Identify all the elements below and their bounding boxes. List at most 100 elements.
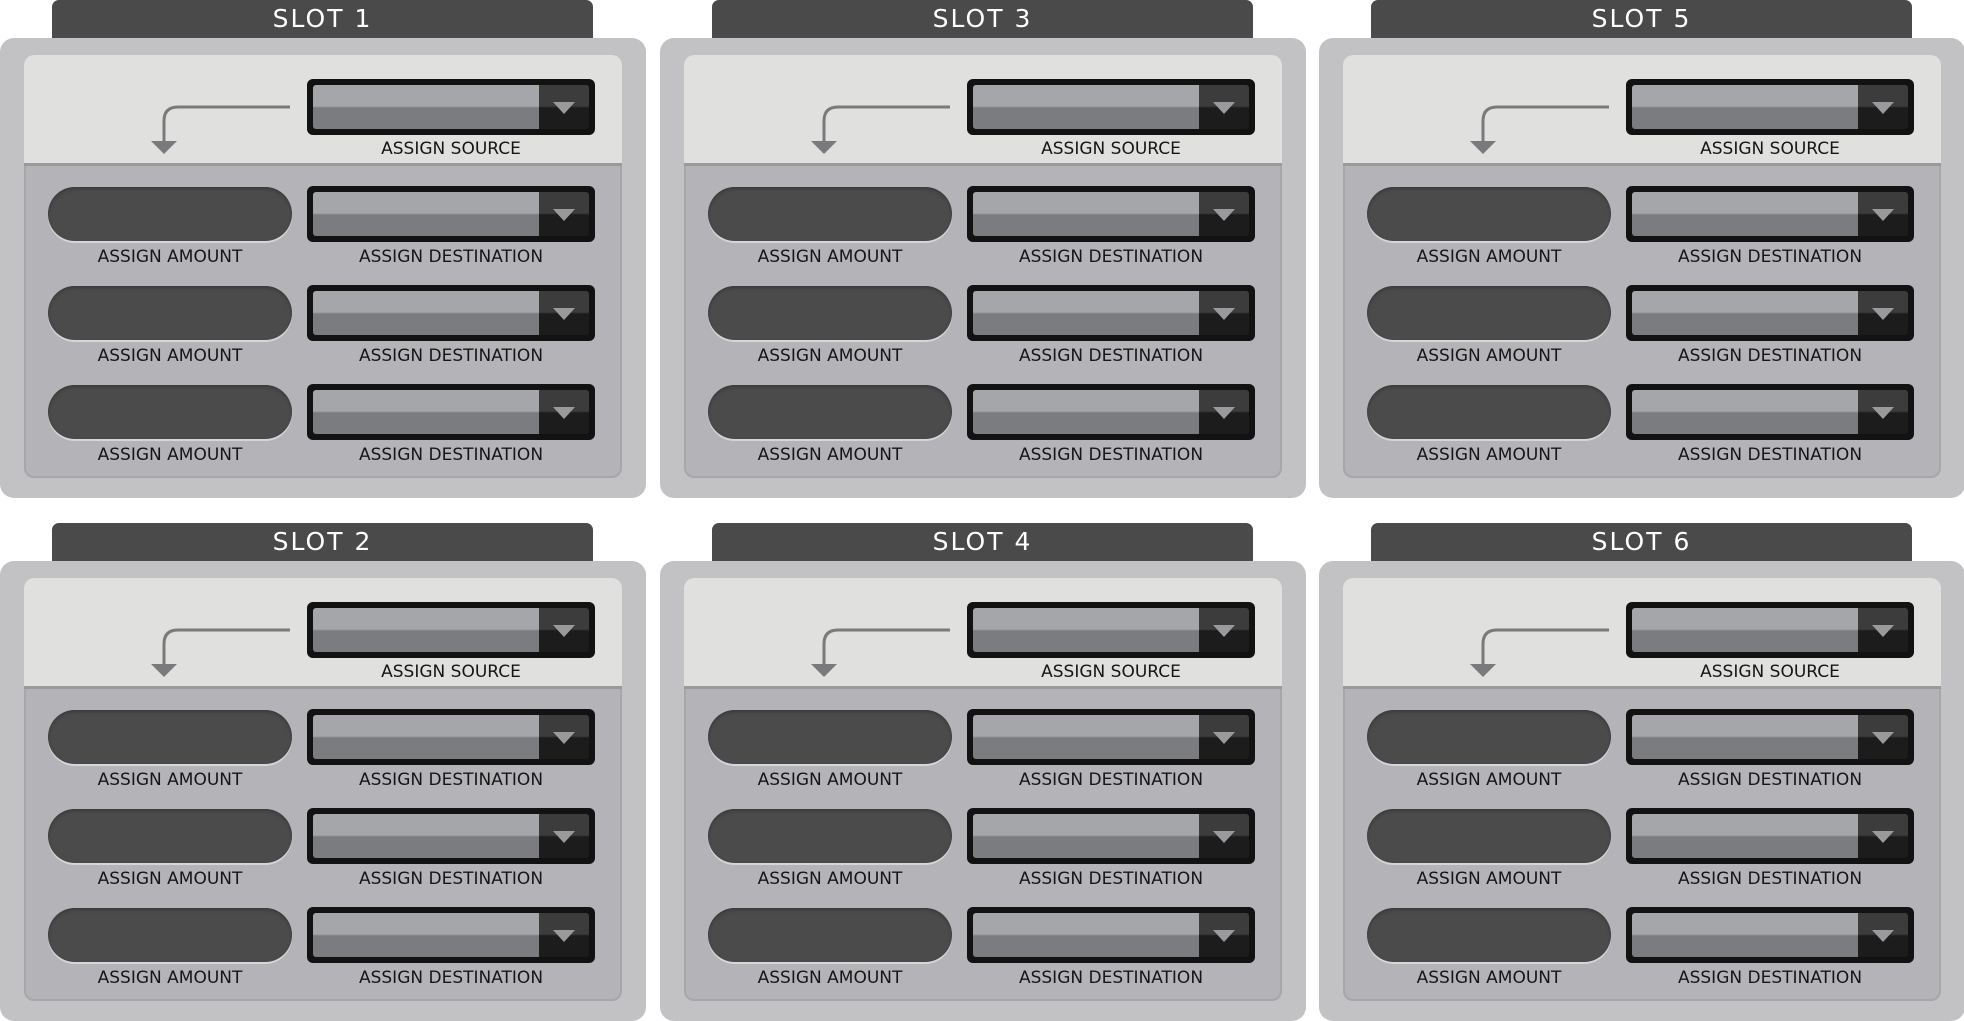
destination-dropdown-button[interactable] <box>1199 192 1249 236</box>
destination-dropdown-field[interactable] <box>1632 390 1858 434</box>
assign-amount-input[interactable] <box>708 908 952 962</box>
assign-destination-label: ASSIGN DESTINATION <box>1677 869 1863 889</box>
assign-destination-label: ASSIGN DESTINATION <box>1677 247 1863 267</box>
destination-dropdown-field[interactable] <box>313 291 539 335</box>
destination-dropdown-field[interactable] <box>313 913 539 957</box>
slot-panel-3: SLOT 3 ASSIGN <box>660 0 1306 500</box>
destination-dropdown[interactable] <box>307 285 595 341</box>
destination-dropdown[interactable] <box>1626 285 1914 341</box>
destination-dropdown-button[interactable] <box>1199 715 1249 759</box>
assign-amount-input[interactable] <box>1367 809 1611 863</box>
destination-dropdown[interactable] <box>967 907 1255 963</box>
assign-amount-input[interactable] <box>48 809 292 863</box>
source-dropdown-button[interactable] <box>539 85 589 129</box>
destination-dropdown[interactable] <box>307 808 595 864</box>
destination-dropdown[interactable] <box>1626 384 1914 440</box>
destination-dropdown[interactable] <box>307 186 595 242</box>
source-dropdown[interactable] <box>1626 79 1914 135</box>
destination-dropdown-button[interactable] <box>1199 291 1249 335</box>
destination-dropdown-button[interactable] <box>1199 814 1249 858</box>
destination-dropdown[interactable] <box>307 709 595 765</box>
source-dropdown[interactable] <box>1626 602 1914 658</box>
assign-amount-input[interactable] <box>48 187 292 241</box>
source-dropdown-button[interactable] <box>1858 85 1908 129</box>
destination-dropdown-field[interactable] <box>973 390 1199 434</box>
destination-dropdown-button[interactable] <box>1858 913 1908 957</box>
destination-dropdown-button[interactable] <box>539 814 589 858</box>
source-dropdown-button[interactable] <box>539 608 589 652</box>
assign-amount-input[interactable] <box>708 809 952 863</box>
destination-dropdown[interactable] <box>1626 186 1914 242</box>
source-dropdown-field[interactable] <box>973 608 1199 652</box>
assign-amount-label: ASSIGN AMOUNT <box>757 968 903 988</box>
source-dropdown-field[interactable] <box>973 85 1199 129</box>
source-dropdown-field[interactable] <box>1632 608 1858 652</box>
destination-dropdown[interactable] <box>967 384 1255 440</box>
assign-amount-input[interactable] <box>48 710 292 764</box>
destination-dropdown-button[interactable] <box>1199 390 1249 434</box>
assign-amount-input[interactable] <box>48 286 292 340</box>
destination-dropdown-field[interactable] <box>973 913 1199 957</box>
source-dropdown-field[interactable] <box>1632 85 1858 129</box>
destination-dropdown[interactable] <box>967 285 1255 341</box>
destination-dropdown[interactable] <box>967 709 1255 765</box>
destination-dropdown-button[interactable] <box>1858 390 1908 434</box>
source-dropdown[interactable] <box>307 79 595 135</box>
assign-amount-label: ASSIGN AMOUNT <box>97 968 243 988</box>
assign-amount-input[interactable] <box>1367 187 1611 241</box>
destination-dropdown[interactable] <box>1626 808 1914 864</box>
destination-dropdown-button[interactable] <box>1858 814 1908 858</box>
destination-dropdown[interactable] <box>967 808 1255 864</box>
destination-dropdown-field[interactable] <box>973 715 1199 759</box>
slot-panel-6: SLOT 6 ASSIGN <box>1319 523 1964 1021</box>
destination-dropdown-field[interactable] <box>1632 291 1858 335</box>
destination-dropdown-button[interactable] <box>1199 913 1249 957</box>
destination-dropdown-button[interactable] <box>539 715 589 759</box>
destination-dropdown-field[interactable] <box>1632 192 1858 236</box>
destination-dropdown-field[interactable] <box>313 814 539 858</box>
source-dropdown-button[interactable] <box>1199 608 1249 652</box>
destination-dropdown[interactable] <box>967 186 1255 242</box>
source-dropdown[interactable] <box>967 602 1255 658</box>
assign-amount-input[interactable] <box>708 187 952 241</box>
assign-amount-input[interactable] <box>48 385 292 439</box>
assign-amount-input[interactable] <box>48 908 292 962</box>
destination-dropdown-button[interactable] <box>1858 715 1908 759</box>
destination-dropdown-button[interactable] <box>539 390 589 434</box>
destination-dropdown[interactable] <box>307 907 595 963</box>
destination-dropdown-field[interactable] <box>313 715 539 759</box>
destination-dropdown-button[interactable] <box>539 192 589 236</box>
assign-amount-input[interactable] <box>708 385 952 439</box>
source-dropdown-button[interactable] <box>1858 608 1908 652</box>
destination-dropdown-field[interactable] <box>313 192 539 236</box>
destination-dropdown-button[interactable] <box>1858 291 1908 335</box>
assign-amount-input[interactable] <box>1367 710 1611 764</box>
assign-amount-input[interactable] <box>1367 286 1611 340</box>
destination-dropdown-field[interactable] <box>973 814 1199 858</box>
destination-dropdown-field[interactable] <box>973 291 1199 335</box>
source-dropdown-button[interactable] <box>1199 85 1249 129</box>
source-dropdown[interactable] <box>967 79 1255 135</box>
destination-dropdown[interactable] <box>1626 709 1914 765</box>
source-dropdown-field[interactable] <box>313 608 539 652</box>
destination-dropdown[interactable] <box>1626 907 1914 963</box>
assign-amount-input[interactable] <box>1367 908 1611 962</box>
destination-dropdown-button[interactable] <box>539 291 589 335</box>
source-dropdown[interactable] <box>307 602 595 658</box>
assign-amount-input[interactable] <box>708 286 952 340</box>
assign-amount-input[interactable] <box>708 710 952 764</box>
destination-dropdown-field[interactable] <box>1632 715 1858 759</box>
destination-dropdown-field[interactable] <box>313 390 539 434</box>
destination-dropdown-field[interactable] <box>1632 814 1858 858</box>
source-area: ASSIGN SOURCE <box>1343 55 1941 166</box>
destination-dropdown-field[interactable] <box>973 192 1199 236</box>
destination-dropdown-field[interactable] <box>1632 913 1858 957</box>
destination-dropdown-button[interactable] <box>539 913 589 957</box>
assign-amount-label: ASSIGN AMOUNT <box>757 346 903 366</box>
source-dropdown-field[interactable] <box>313 85 539 129</box>
destination-dropdown[interactable] <box>307 384 595 440</box>
destination-dropdown-button[interactable] <box>1858 192 1908 236</box>
slot-title: SLOT 3 <box>712 0 1253 38</box>
assign-amount-input[interactable] <box>1367 385 1611 439</box>
